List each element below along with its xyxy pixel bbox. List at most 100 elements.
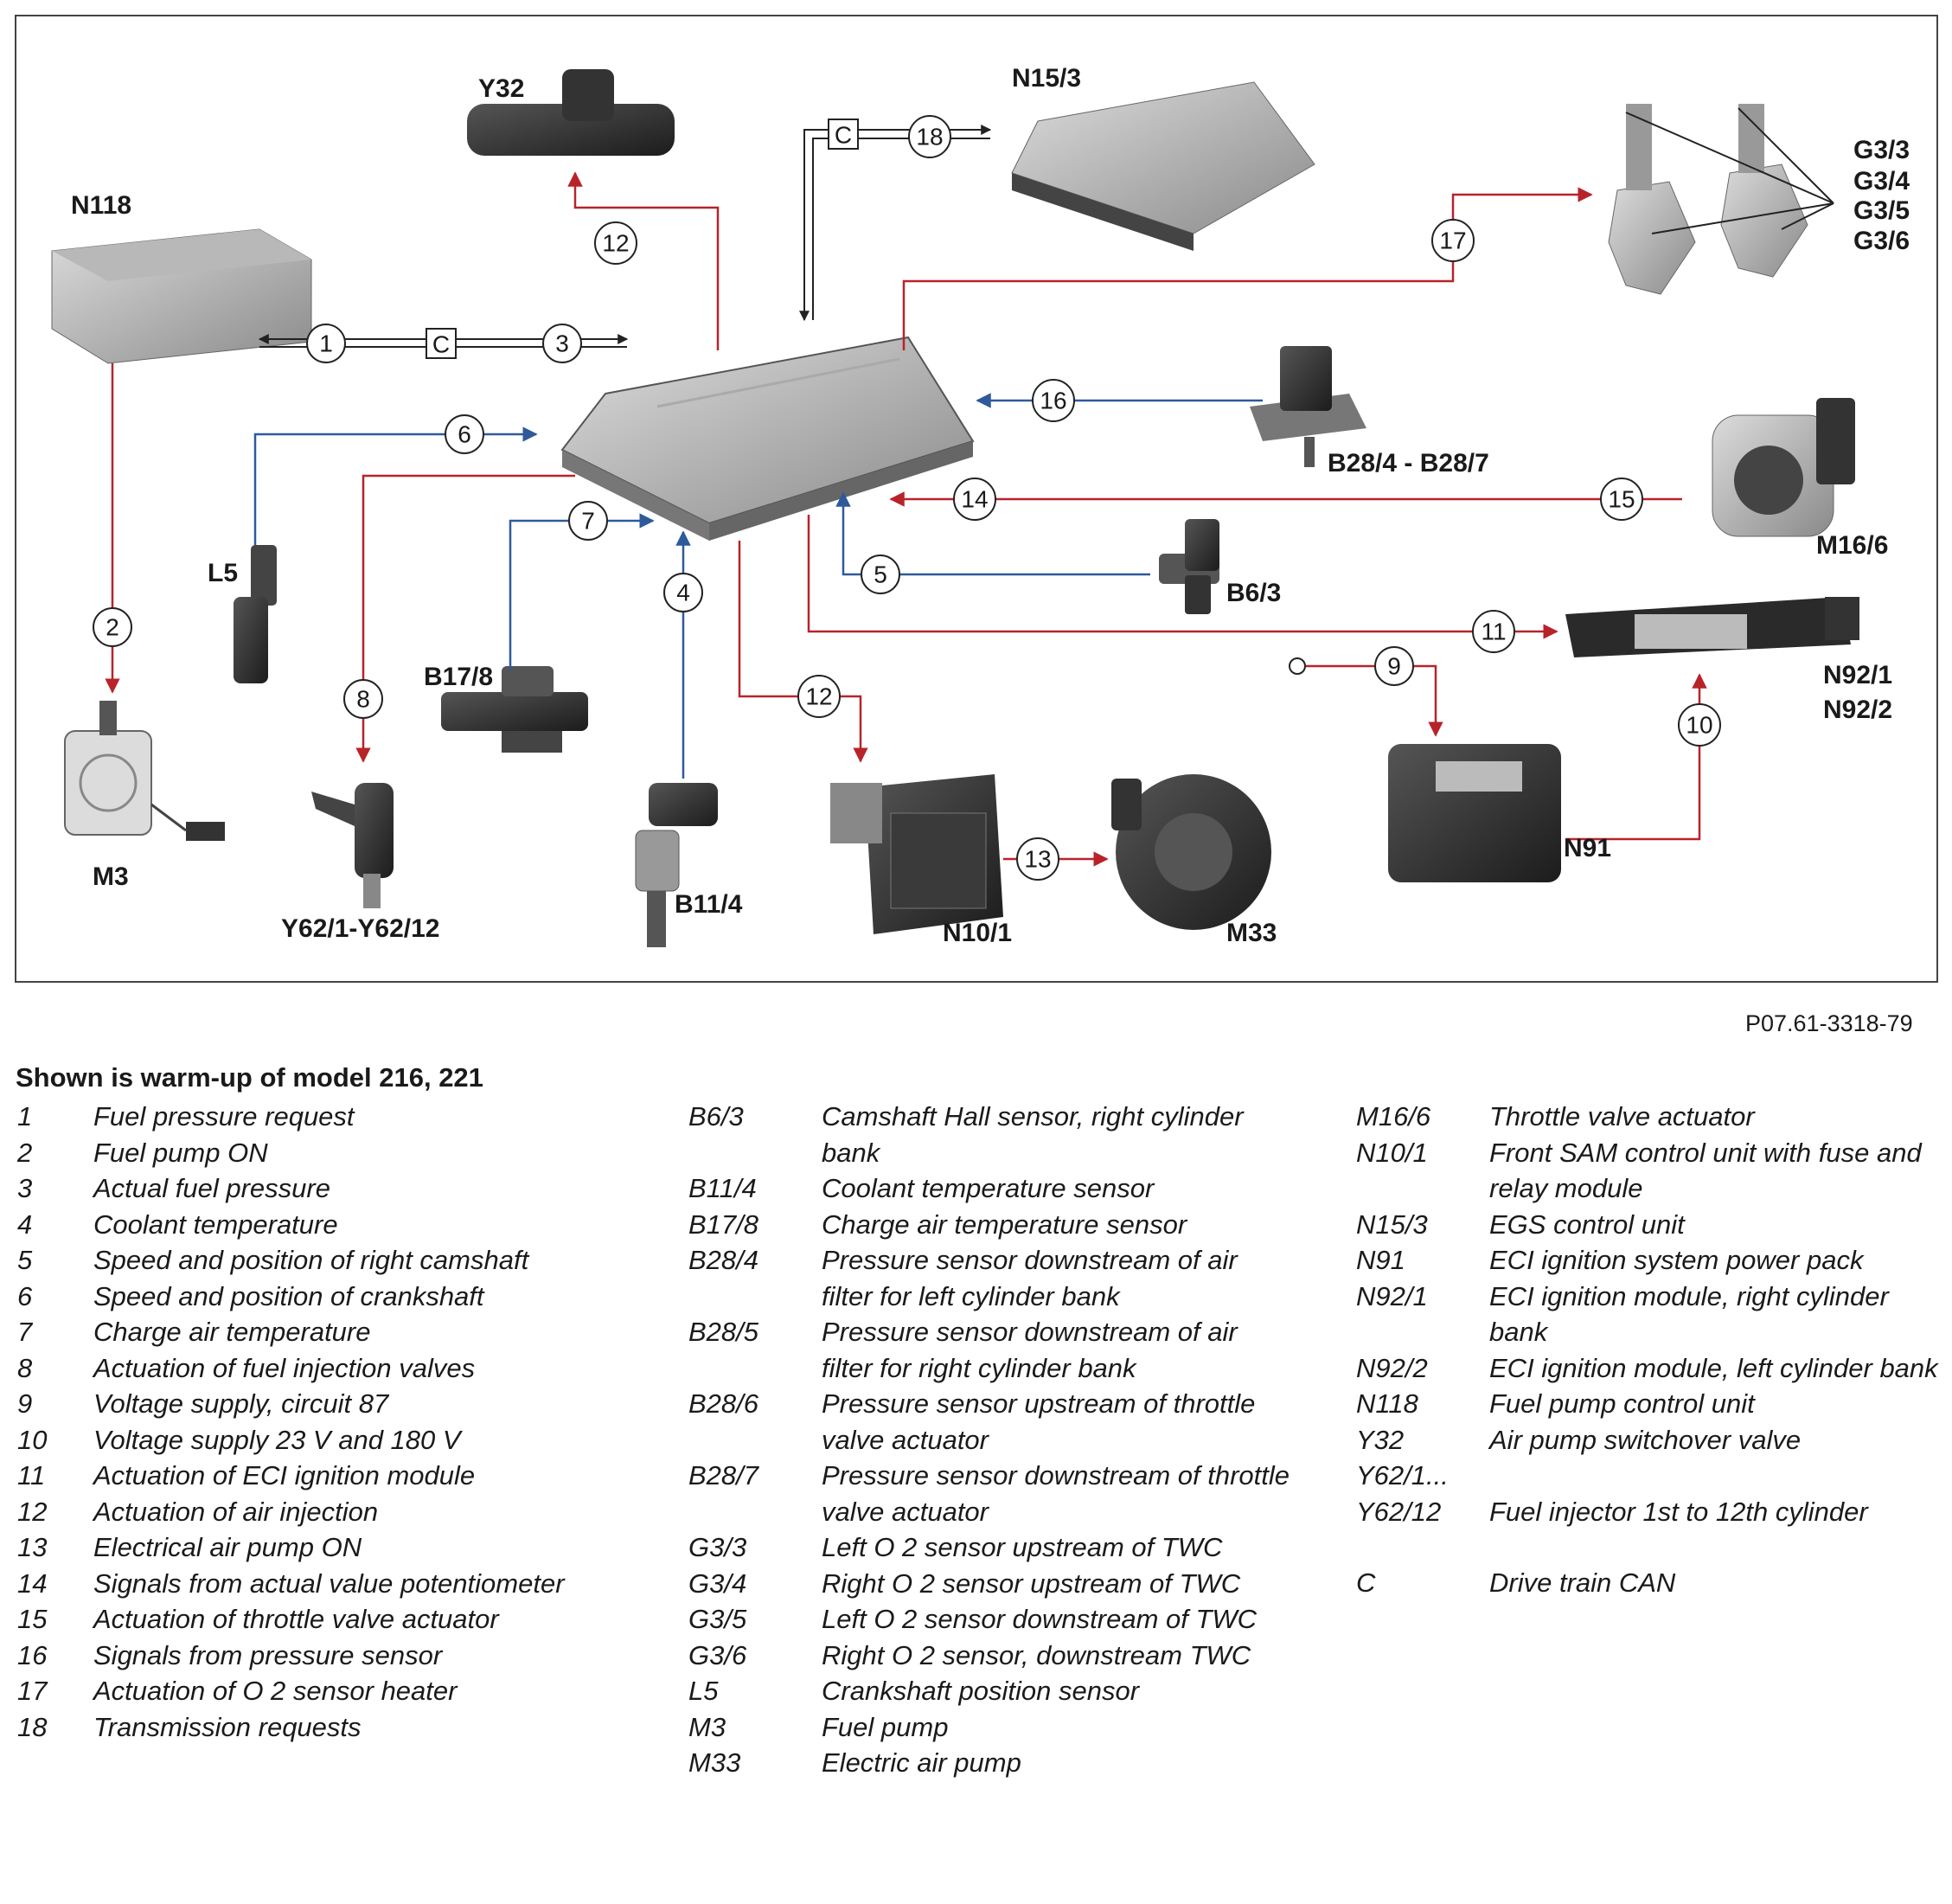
svg-text:C: C [432, 331, 450, 358]
svg-text:16: 16 [1040, 388, 1066, 414]
can-box-left: C [426, 328, 457, 359]
label-n10-1: N10/1 [943, 919, 1012, 947]
signal-badge-10: 10 [1678, 703, 1721, 747]
n15-3-unit [1011, 81, 1315, 251]
signal-badge-5: 5 [861, 555, 900, 594]
signal-badge-12b: 12 [797, 675, 841, 718]
signal-badge-16: 16 [1032, 379, 1075, 422]
can-box-top: C [828, 119, 859, 150]
signal-badge-13: 13 [1016, 837, 1059, 881]
n118-unit [51, 228, 312, 364]
y62-injector [311, 783, 394, 908]
m3-fuel-pump [64, 701, 225, 841]
svg-text:7: 7 [581, 508, 595, 535]
label-m33: M33 [1226, 919, 1277, 947]
label-m3: M3 [93, 862, 129, 891]
label-y62: Y62/1-Y62/12 [281, 914, 439, 943]
me-control-unit [560, 336, 975, 541]
svg-text:4: 4 [676, 580, 690, 606]
svg-text:12: 12 [805, 683, 832, 710]
label-n15-3: N15/3 [1012, 64, 1081, 93]
svg-text:2: 2 [106, 614, 119, 641]
svg-text:18: 18 [916, 124, 943, 151]
label-g3-4: G3/4 [1853, 167, 1910, 196]
signal-badge-2: 2 [93, 607, 132, 647]
signal-badge-17: 17 [1431, 219, 1475, 262]
label-y32: Y32 [478, 74, 524, 103]
y32-valve [467, 69, 675, 156]
signal-badge-7: 7 [568, 501, 608, 541]
b17-8-sensor [441, 666, 588, 753]
label-n91: N91 [1564, 834, 1611, 862]
svg-text:6: 6 [458, 421, 471, 448]
svg-text:3: 3 [555, 330, 569, 357]
svg-text:15: 15 [1608, 486, 1635, 513]
label-n118: N118 [71, 191, 131, 220]
signal-badge-4: 4 [663, 573, 703, 612]
signal-badge-6: 6 [445, 414, 484, 454]
label-b28: B28/4 - B28/7 [1328, 449, 1489, 478]
label-l5: L5 [208, 559, 238, 587]
signal-badge-1: 1 [306, 324, 346, 363]
label-m16-6: M16/6 [1816, 531, 1888, 560]
signal-badge-11: 11 [1472, 610, 1515, 653]
legend-spacer [1356, 1529, 1944, 1565]
n91-power-pack [1388, 744, 1561, 882]
b28-pressure-sensor [1250, 346, 1366, 467]
svg-text:1: 1 [319, 330, 333, 357]
legend-title: Shown is warm-up of model 216, 221 [16, 1062, 483, 1093]
signal-badge-14: 14 [953, 478, 996, 521]
label-g3-6: G3/6 [1853, 227, 1910, 255]
signal-badge-9: 9 [1374, 646, 1414, 686]
n92-ignition-module [1565, 597, 1859, 657]
m33-air-pump [1111, 774, 1271, 930]
b6-3-sensor [1159, 519, 1219, 614]
label-g3-3: G3/3 [1853, 136, 1910, 164]
wiring-diagram: C C 1 2 3 4 5 6 7 8 9 10 11 12 12 13 14 … [15, 15, 1938, 983]
signal-badge-15: 15 [1600, 478, 1643, 521]
legend-item: Y62/1... [1356, 1460, 1449, 1491]
l5-sensor [234, 545, 277, 683]
svg-text:9: 9 [1387, 653, 1401, 680]
label-b6-3: B6/3 [1226, 579, 1281, 607]
svg-text:10: 10 [1686, 712, 1712, 739]
svg-text:11: 11 [1481, 619, 1506, 645]
